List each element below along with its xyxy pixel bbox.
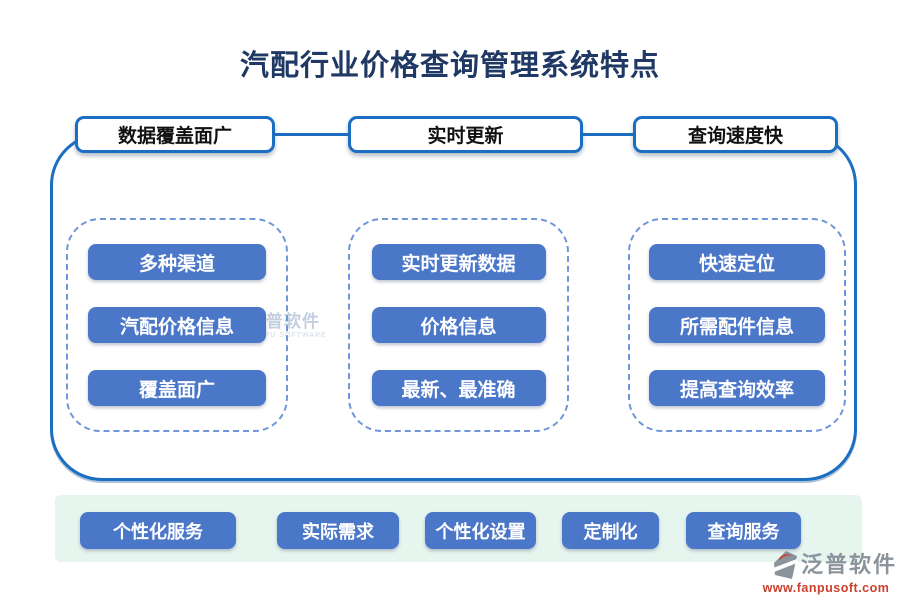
footer-tag: 实际需求 xyxy=(277,512,399,549)
tab-data-coverage: 数据覆盖面广 xyxy=(75,116,275,153)
logo-name: 泛普软件 xyxy=(800,552,897,577)
logo-url: www.fanpusoft.com xyxy=(762,581,890,595)
tab-label: 实时更新 xyxy=(427,126,504,147)
fanpu-logo-icon xyxy=(772,551,797,579)
feature-pill: 价格信息 xyxy=(371,307,546,343)
footer-tag: 个性化设置 xyxy=(425,512,536,549)
feature-pill: 实时更新数据 xyxy=(371,244,546,280)
footer-tag: 查询服务 xyxy=(686,512,801,549)
group-data-coverage: 多种渠道 汽配价格信息 覆盖面广 xyxy=(66,218,288,432)
tab-label: 查询速度快 xyxy=(687,126,783,147)
footer-tag: 定制化 xyxy=(562,512,659,549)
fanpu-logo: 泛普软件 www.fanpusoft.com xyxy=(755,550,897,595)
tab-query-speed: 查询速度快 xyxy=(633,116,838,153)
tab-label: 数据覆盖面广 xyxy=(117,126,232,147)
feature-pill: 提高查询效率 xyxy=(649,370,825,406)
tab-realtime-update: 实时更新 xyxy=(348,116,583,153)
feature-pill: 多种渠道 xyxy=(88,244,266,280)
feature-pill: 覆盖面广 xyxy=(88,370,266,406)
group-realtime-update: 实时更新数据 价格信息 最新、最准确 xyxy=(348,218,569,432)
feature-pill: 汽配价格信息 xyxy=(88,307,266,343)
page-title: 汽配行业价格查询管理系统特点 xyxy=(239,50,660,82)
feature-pill: 所需配件信息 xyxy=(649,307,825,343)
feature-pill: 最新、最准确 xyxy=(371,370,546,406)
footer-tag: 个性化服务 xyxy=(80,512,236,549)
feature-pill: 快速定位 xyxy=(649,244,825,280)
group-query-speed: 快速定位 所需配件信息 提高查询效率 xyxy=(628,218,846,432)
